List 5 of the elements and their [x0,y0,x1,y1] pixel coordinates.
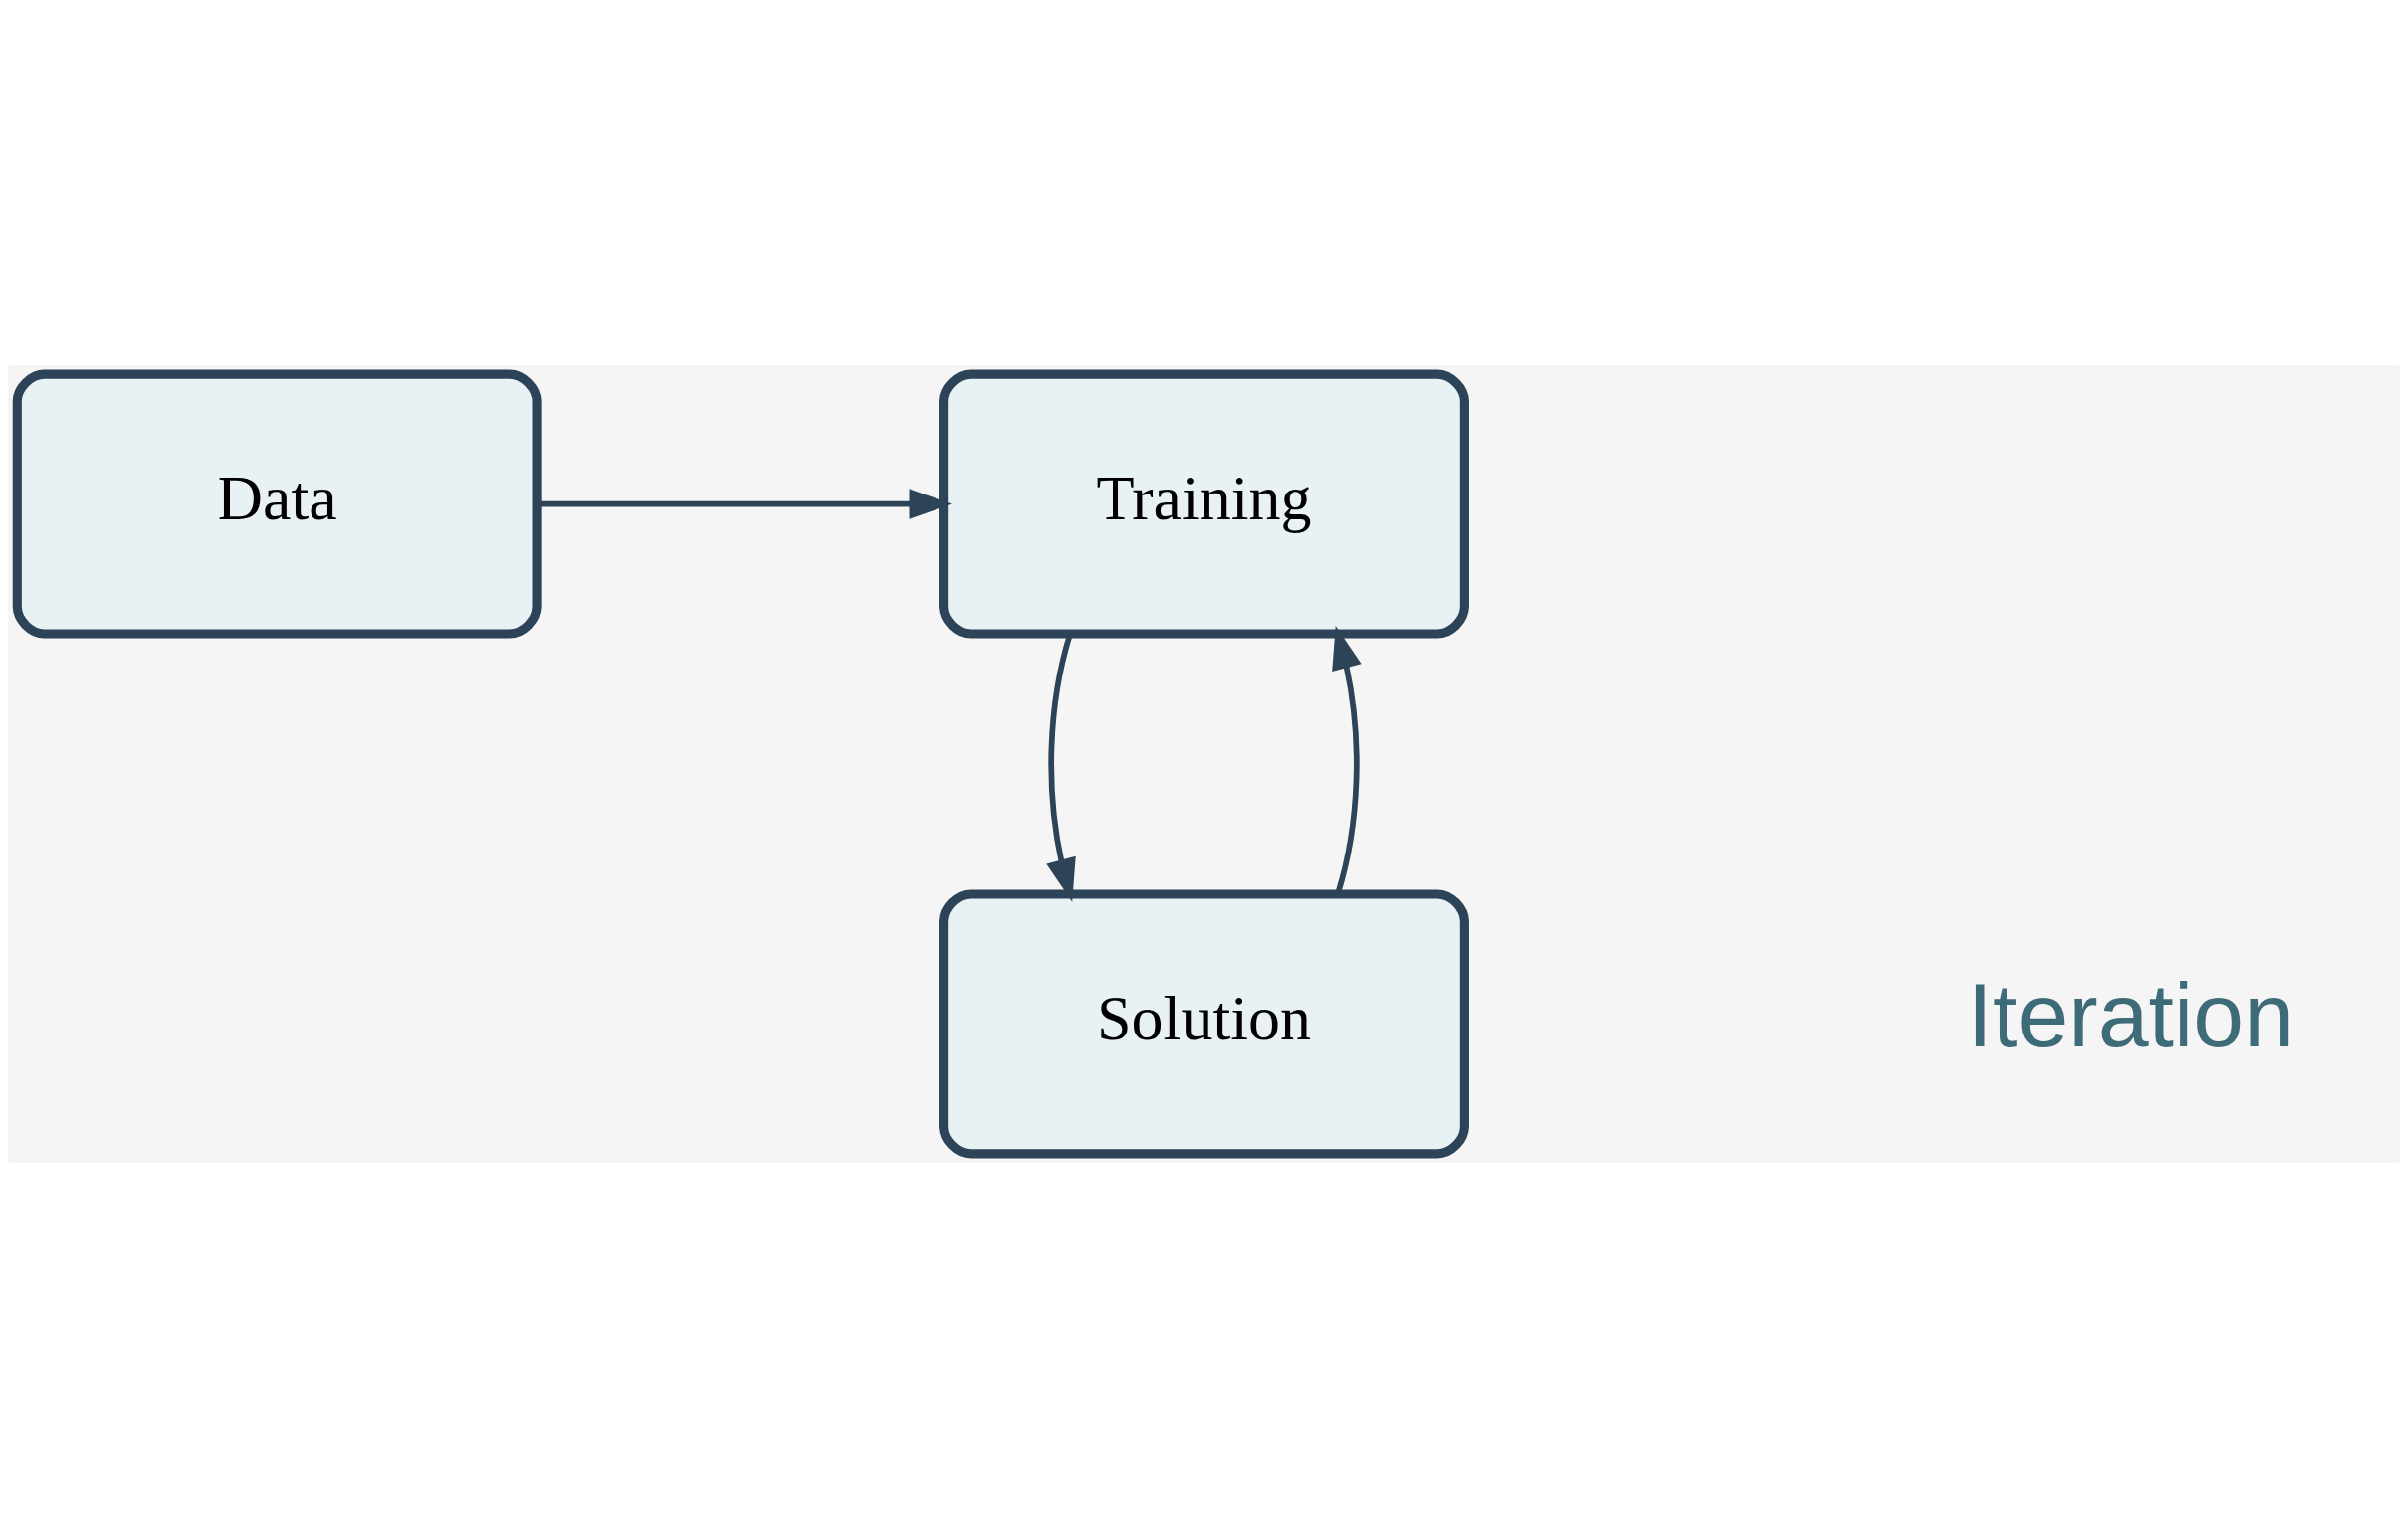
arrow [537,489,952,519]
node-box: Training [939,369,1469,639]
node-box: Data [12,369,542,639]
node-box: Solution [939,889,1469,1159]
label: Iteration [1967,964,2294,1066]
